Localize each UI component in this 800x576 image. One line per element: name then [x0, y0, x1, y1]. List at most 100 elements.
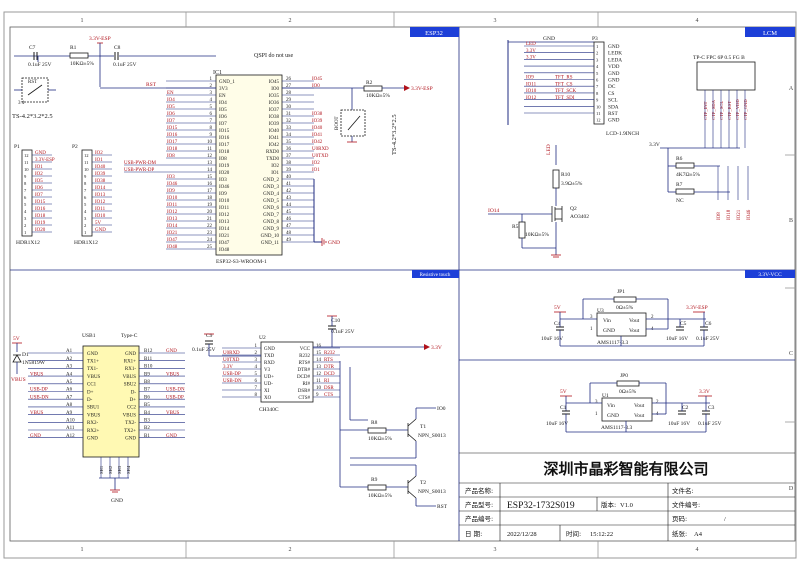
r2-value: 10KΩ±5%: [366, 93, 390, 99]
c1-ref: C1: [560, 405, 567, 411]
col-label-top-2: 2: [289, 18, 292, 24]
touch-vcc: 3.3V: [649, 142, 660, 148]
lcm-pin-number: 6: [596, 78, 599, 83]
esp32-pin-name: TXD0: [266, 157, 279, 162]
esp32-pin-name: IO11: [219, 206, 230, 211]
esp32-left-net: IO46: [167, 182, 178, 187]
c8-value: 0.1uF 25V: [113, 62, 137, 68]
lcm-gnd-top: GND: [543, 36, 555, 42]
r1-value: 10KΩ±5%: [70, 61, 94, 67]
r2-body: [363, 85, 383, 92]
time: 15:12:22: [590, 531, 613, 538]
lcm-tft-net: TFT_CS: [555, 82, 573, 87]
usb-left-net: VBUS: [30, 411, 44, 416]
ch340-pin-number: 10: [316, 386, 322, 391]
u1-pin3: 3: [595, 400, 598, 405]
ch340-right-pins: 16VCC15R232R23214RTS#RTS13DTR#DTR12DCD#D…: [297, 344, 340, 401]
page-value: /: [724, 516, 726, 523]
esp32-left-net: IO8: [167, 154, 175, 159]
esp32-right-net: IO0: [312, 84, 320, 89]
esp32-pin-name: IO17: [219, 143, 230, 148]
p3-body: [593, 41, 605, 125]
c4-ref: C4: [554, 321, 561, 327]
header-pin-number: 8: [24, 181, 27, 186]
header-pin-number: 3: [84, 216, 87, 221]
esp32-pin-name: IO7: [219, 122, 227, 127]
esp32-left-net: IO21: [167, 231, 178, 236]
fpc-pin-net: CTP_SDA: [711, 99, 716, 120]
col-label-top-3: 3: [494, 18, 497, 24]
r9-ref: R9: [371, 477, 378, 483]
usb-right-net: GND: [166, 349, 177, 354]
esp32-pin-number: 15: [207, 175, 213, 180]
usb-pin-number: B2: [144, 426, 150, 431]
esp32-pin-number: 32: [286, 119, 292, 124]
usb-ref: USB1: [82, 333, 96, 339]
usb-typec: USB1 Type-C A1GNDA2TX1+A3TX1-A4VBUSVBUSA…: [11, 333, 185, 504]
esp32-right-net: IO2: [312, 161, 320, 166]
usb-right-net: GND: [166, 434, 177, 439]
usb-pin-number: B11: [144, 357, 153, 362]
page-label: 页码:: [672, 515, 687, 523]
usb-pin-number: A1: [66, 349, 73, 354]
r6-ref: R6: [676, 156, 683, 162]
esp32-pin-name: IO21: [219, 234, 230, 239]
esp32-pin-name: IO46: [219, 185, 230, 190]
esp32-pin-number: 3: [210, 91, 213, 96]
header-pin-number: 1: [84, 230, 87, 235]
c5-value: 10uF 16V: [666, 336, 688, 342]
esp32-pin-name: IO37: [269, 108, 280, 113]
esp32-pin-name: GND_6: [263, 206, 279, 211]
t2-part: NPN_S0013: [418, 489, 446, 495]
u3-out-net: 3.3V-ESP: [686, 305, 708, 311]
ch340-pin-number: 7: [255, 386, 258, 391]
usb-pin-name: D-: [87, 398, 93, 403]
d1-ref: D1: [22, 352, 29, 358]
esp32-right-net: U0TXD: [312, 154, 329, 159]
q2-ref: Q2: [570, 206, 577, 212]
vcc-tab: [745, 270, 795, 278]
esp32-pin-number: 35: [286, 140, 292, 145]
r5-value: 10KΩ±5%: [525, 232, 549, 238]
esp32-pin-name: RXD0: [266, 150, 280, 155]
fpc-title: TP-C FPC 6P 0.5 FG B: [693, 55, 745, 61]
esp32-pin-number: 45: [286, 210, 292, 215]
p3-part: LCD-1.9INCH: [606, 131, 639, 137]
io14-net: IO14: [488, 208, 500, 214]
esp32-pin-number: 29: [286, 98, 292, 103]
esp32-pin-number: 49: [286, 238, 292, 243]
header-net: IO5: [35, 179, 43, 184]
row-label-c: C: [789, 351, 793, 357]
col-label-bot-1: 1: [81, 547, 84, 553]
product-model: ESP32-1732S019: [507, 501, 575, 511]
lcm-pin-label: GND: [608, 44, 620, 50]
usb-pin-name: GND: [125, 437, 136, 442]
r1-ref: R1: [70, 45, 77, 51]
header-net: IO15: [35, 200, 46, 205]
r6-body: [675, 162, 695, 169]
ch340-left-pins: 1GND2TXDU0RXD3RXDU0TXD4V33.3V5UD+USB-DP6…: [222, 344, 275, 401]
esp32-pin-name: GND_1: [219, 80, 235, 85]
usb-pin-number: B1: [144, 434, 150, 439]
esp32-pin-name: IO35: [269, 94, 280, 99]
col-label-top-4: 4: [696, 18, 699, 24]
usb-right-net: USB-DN: [166, 388, 185, 393]
esp32-pin-name: IO14: [219, 227, 230, 232]
esp32-left-net: IO47: [167, 238, 178, 243]
esp32-pin-number: 10: [207, 140, 213, 145]
row-label-d: D: [789, 486, 794, 492]
ch340-pin-name: RXD: [264, 361, 275, 366]
usb-type: Type-C: [121, 333, 138, 339]
u1-gnd: GND: [607, 413, 619, 419]
u3-body: [596, 312, 647, 337]
esp32-pin-name: IO15: [219, 129, 230, 134]
header-net: IO19: [35, 221, 46, 226]
header-net: GND: [35, 151, 46, 156]
c6-ref: C6: [705, 321, 712, 327]
section-tabs: ESP32 LCM Resistive touch 3.3V-VCC: [410, 27, 795, 278]
u3-ref: U3: [597, 308, 604, 314]
c9-ref: C9: [206, 333, 213, 339]
esp32-ref: IC1: [213, 70, 222, 76]
